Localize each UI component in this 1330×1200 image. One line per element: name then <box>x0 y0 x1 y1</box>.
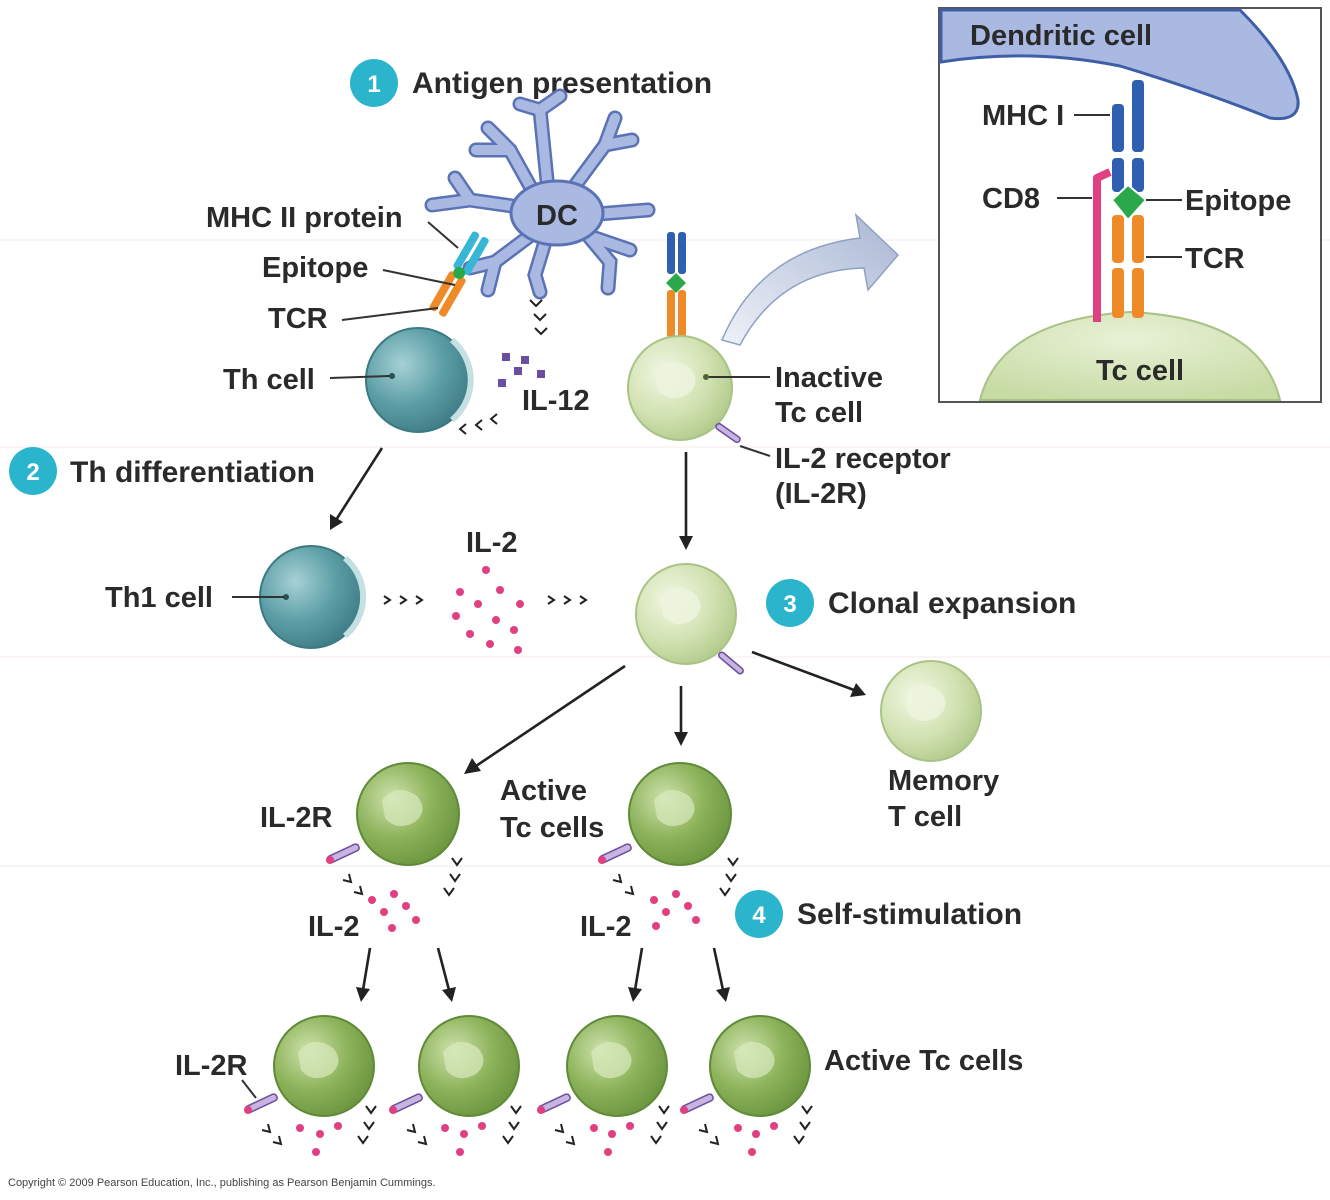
inset-cd8 <box>1093 168 1112 322</box>
step-4-number: 4 <box>752 902 766 929</box>
bottom-tc-cell-4 <box>680 1015 811 1117</box>
label-il2-receptor: IL-2 receptor <box>775 443 951 475</box>
inset-label-cd8: CD8 <box>982 183 1040 215</box>
inset-epitope <box>1110 183 1148 222</box>
zoom-arrow <box>720 212 900 346</box>
step-4-label: Self-stimulation <box>797 898 1022 931</box>
step-3-label: Clonal expansion <box>828 587 1076 620</box>
copyright-notice: Copyright © 2009 Pearson Education, Inc.… <box>8 1177 436 1189</box>
memory-t-cell <box>880 660 982 762</box>
expanding-tc-cell <box>635 563 744 675</box>
label-t-cell: T cell <box>888 801 962 833</box>
step-3-badge <box>766 579 814 627</box>
self-stimulation-chevrons <box>342 857 739 897</box>
bottom-tc-cell-3 <box>537 1015 668 1117</box>
label-tc-cells: Tc cells <box>500 812 604 844</box>
label-il2-left: IL-2 <box>308 911 360 943</box>
epitope-th <box>453 266 466 279</box>
inset-tc-cell <box>978 310 1282 401</box>
il2-receptor-expanding <box>718 651 744 675</box>
label-active: Active <box>500 775 587 807</box>
label-inactive: Inactive <box>775 362 883 394</box>
label-il2r-bottom: IL-2R <box>175 1050 248 1082</box>
bottom-il2-molecules <box>296 1122 778 1156</box>
step-3: 3 Clonal expansion <box>766 579 1076 627</box>
bottom-tc-cell-1 <box>244 1015 375 1117</box>
step-2: 2 Th differentiation <box>9 447 315 495</box>
self-stimulation-il2 <box>368 890 700 932</box>
active-tc-cell-center <box>598 762 732 866</box>
il2-molecules-center <box>452 566 524 654</box>
label-il2r: IL-2R <box>260 802 333 834</box>
arrows-to-bottom-row <box>356 947 730 1002</box>
step-1-badge <box>350 59 398 107</box>
inset-label-tc-cell: Tc cell <box>1096 355 1184 387</box>
label-tcr-th: TCR <box>268 303 328 335</box>
mhc-ii-tcr-complex <box>429 231 489 317</box>
step-2-label: Th differentiation <box>70 456 315 489</box>
label-memory: Memory <box>888 765 999 797</box>
step-2-number: 2 <box>26 459 39 486</box>
inset-label-mhc1: MHC I <box>982 100 1064 132</box>
bottom-chevrons <box>261 1105 813 1146</box>
il12-chevrons <box>458 299 548 435</box>
label-il2-right: IL-2 <box>580 911 632 943</box>
step-3-number: 3 <box>783 591 796 618</box>
step-4: 4 Self-stimulation <box>735 890 1022 938</box>
label-il12: IL-12 <box>522 385 590 417</box>
epitope-tc <box>666 273 686 293</box>
arrow-to-active-left <box>475 664 626 768</box>
label-th-cell: Th cell <box>223 364 315 396</box>
step-1-number: 1 <box>367 71 380 98</box>
dc-label: DC <box>536 200 578 232</box>
inset-label-epitope: Epitope <box>1185 185 1291 217</box>
inset-label-tcr: TCR <box>1185 243 1245 275</box>
inset-label-dendritic-cell: Dendritic cell <box>970 20 1152 52</box>
bottom-tc-cell-2 <box>389 1015 520 1117</box>
inset-panel: Dendritic cell Tc cell MHC I CD8 Epitope… <box>938 7 1322 403</box>
arrow-to-memory <box>751 650 855 692</box>
inset-dendritic-membrane <box>939 8 1300 121</box>
label-mhc2: MHC II protein <box>206 202 403 234</box>
mhc-i-tcr-complex <box>666 232 686 338</box>
step-2-badge <box>9 447 57 495</box>
inactive-tc-cell <box>627 335 741 444</box>
label-il2-center: IL-2 <box>466 527 518 559</box>
label-epitope-th: Epitope <box>262 252 368 284</box>
label-il2r-abbr: (IL-2R) <box>775 478 867 510</box>
label-tc-cell: Tc cell <box>775 397 863 429</box>
arrow-th-to-th1 <box>334 447 384 521</box>
il2-flow-chevrons <box>383 595 588 605</box>
label-th1-cell: Th1 cell <box>105 582 213 614</box>
dendritic-cell: DC <box>424 88 656 300</box>
il2-receptor-inactive <box>715 422 741 444</box>
active-tc-cell-left <box>326 762 460 866</box>
th-cell <box>365 327 474 433</box>
label-active-tc-bottom: Active Tc cells <box>824 1045 1023 1077</box>
il12-molecules <box>498 353 545 387</box>
step-4-badge <box>735 890 783 938</box>
